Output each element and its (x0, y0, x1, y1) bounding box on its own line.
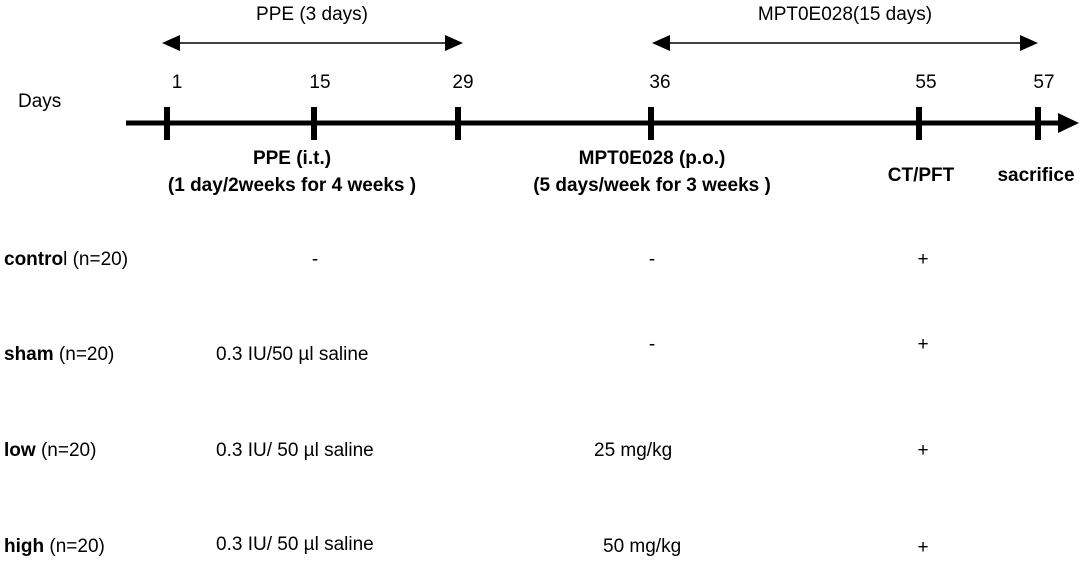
tick-label-15: 15 (309, 72, 331, 93)
control-mpt-dose: - (648, 249, 656, 270)
tick-mark-55 (916, 107, 922, 140)
high-mpt-dose: 50 mg/kg (603, 536, 682, 557)
group-n: (n=20) (44, 536, 105, 557)
group-n: (n=20) (35, 440, 97, 461)
ppe-event-title: PPE (i.t.) (252, 148, 332, 169)
sham-ppe-dose: 0.3 IU/50 µl saline (216, 344, 369, 365)
group-label-sham: sham (n=20) (4, 345, 114, 364)
mpt-period-label: MPT0E028(15 days) (757, 4, 933, 25)
mpt-event-label: MPT0E028 (p.o.) (5 days/week for 3 weeks… (533, 145, 771, 199)
tick-label-55: 55 (915, 72, 937, 93)
mpt-event-title: MPT0E028 (p.o.) (578, 148, 726, 169)
control-ct-mark: + (917, 249, 929, 270)
group-n: (n=20) (53, 344, 115, 365)
mpt-event-schedule: (5 days/week for 3 weeks ) (533, 175, 771, 196)
tick-mark-1 (164, 107, 170, 140)
timeline-axis (126, 113, 1079, 133)
low-ppe-dose: 0.3 IU/ 50 µl saline (216, 440, 374, 461)
sham-mpt-dose: - (648, 334, 656, 355)
tick-label-36: 36 (649, 72, 671, 93)
low-ct-mark: + (917, 440, 929, 461)
high-ppe-dose: 0.3 IU/ 50 µl saline (216, 534, 374, 555)
sham-ct-mark: + (917, 334, 929, 355)
control-ppe-dose: - (311, 249, 319, 270)
ppe-period-label: PPE (3 days) (256, 4, 368, 25)
low-mpt-dose: 25 mg/kg (594, 440, 673, 461)
group-label-control: control (n=20) (4, 250, 128, 269)
tick-mark-15 (311, 107, 317, 140)
group-label-high: high (n=20) (4, 537, 105, 556)
days-axis-label: Days (18, 91, 62, 112)
tick-label-1: 1 (171, 72, 183, 93)
group-label-low: low (n=20) (4, 441, 96, 460)
tick-mark-29 (455, 107, 461, 140)
group-name: low (4, 440, 36, 461)
tick-label-29: 29 (452, 72, 474, 93)
tick-mark-36 (648, 107, 654, 140)
group-n: l (n=20) (63, 249, 129, 270)
mpt-period-arrow (652, 35, 1038, 51)
ppe-event-label: PPE (i.t.) (1 day/2weeks for 4 weeks ) (168, 145, 416, 199)
ct-pft-label: CT/PFT (887, 165, 955, 186)
group-name: sham (4, 344, 54, 365)
tick-mark-57 (1035, 107, 1041, 140)
sacrifice-label: sacrifice (997, 165, 1075, 186)
ppe-event-schedule: (1 day/2weeks for 4 weeks ) (167, 175, 417, 196)
ppe-period-arrow (162, 35, 463, 51)
tick-label-57: 57 (1033, 72, 1055, 93)
high-ct-mark: + (917, 537, 929, 558)
group-name: contro (4, 249, 64, 270)
group-name: high (4, 536, 45, 557)
